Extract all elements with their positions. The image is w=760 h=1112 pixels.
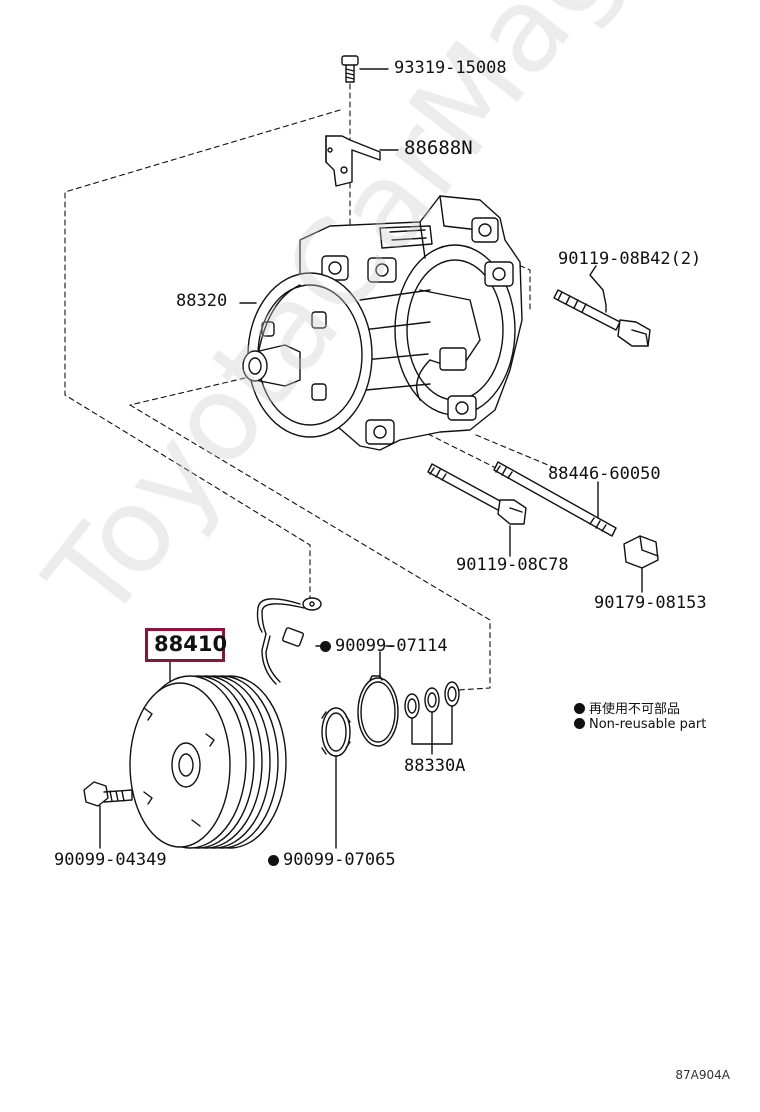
label-snap-ring-90099-07065[interactable]: 90099-07065: [268, 852, 396, 869]
bolt-90119-08B42-drawing: [553, 265, 651, 347]
label-shims-88330A[interactable]: 88330A: [404, 756, 466, 776]
label-bolt-90119-08B42[interactable]: 90119-08B42(2): [558, 249, 702, 269]
legend-jp-text: 再使用不可部品: [589, 702, 681, 717]
bolt-90119-08C78-drawing: [427, 463, 527, 557]
legend-dot-icon: [574, 703, 585, 714]
compressor-88320-drawing: [239, 195, 523, 451]
legend-dot-icon: [574, 718, 585, 729]
label-stud-88446-60050[interactable]: 88446-60050: [548, 464, 661, 484]
dashed-assembly-lines: [64, 83, 561, 691]
diagram-code: 87A904A: [675, 1068, 730, 1082]
label-bolt-93319-15008[interactable]: 93319-15008: [394, 58, 507, 78]
nut-90179-08153-drawing: [623, 535, 659, 593]
wire-harness-drawing: [256, 597, 322, 685]
label-bracket-88688N[interactable]: 88688N: [404, 137, 473, 159]
label-clutch-88410[interactable]: 88410: [154, 632, 228, 656]
snap-ring-90099-07065-drawing: [321, 707, 351, 849]
label-snap-ring-90099-07065-text: 90099-07065: [283, 850, 396, 870]
label-snap-ring-90099-07114-text: 90099-07114: [335, 636, 448, 656]
legend-en-text: Non-reusable part: [589, 717, 707, 732]
bolt-90099-04349-drawing: [83, 781, 133, 849]
label-bolt-90119-08C78[interactable]: 90119-08C78: [456, 555, 569, 575]
label-compressor-88320[interactable]: 88320: [176, 291, 228, 311]
legend-jp: 再使用不可部品: [574, 698, 680, 717]
label-snap-ring-90099-07114[interactable]: 90099-07114: [320, 638, 448, 655]
non-reusable-dot-icon: [320, 641, 331, 652]
highlight-box-88410: [145, 628, 225, 662]
bolt-93319-15008-drawing: [341, 55, 389, 83]
label-nut-90179-08153[interactable]: 90179-08153: [594, 593, 707, 613]
clutch-88410-drawing: [129, 661, 287, 849]
snap-ring-90099-07114-drawing: [357, 651, 399, 747]
legend-en: Non-reusable part: [574, 717, 706, 732]
stud-88446-60050-drawing: [493, 461, 617, 537]
label-bolt-90099-04349[interactable]: 90099-04349: [54, 850, 167, 870]
non-reusable-dot-icon: [268, 855, 279, 866]
shims-88330A-drawing: [404, 681, 460, 755]
bracket-88688N-drawing: [325, 135, 399, 187]
